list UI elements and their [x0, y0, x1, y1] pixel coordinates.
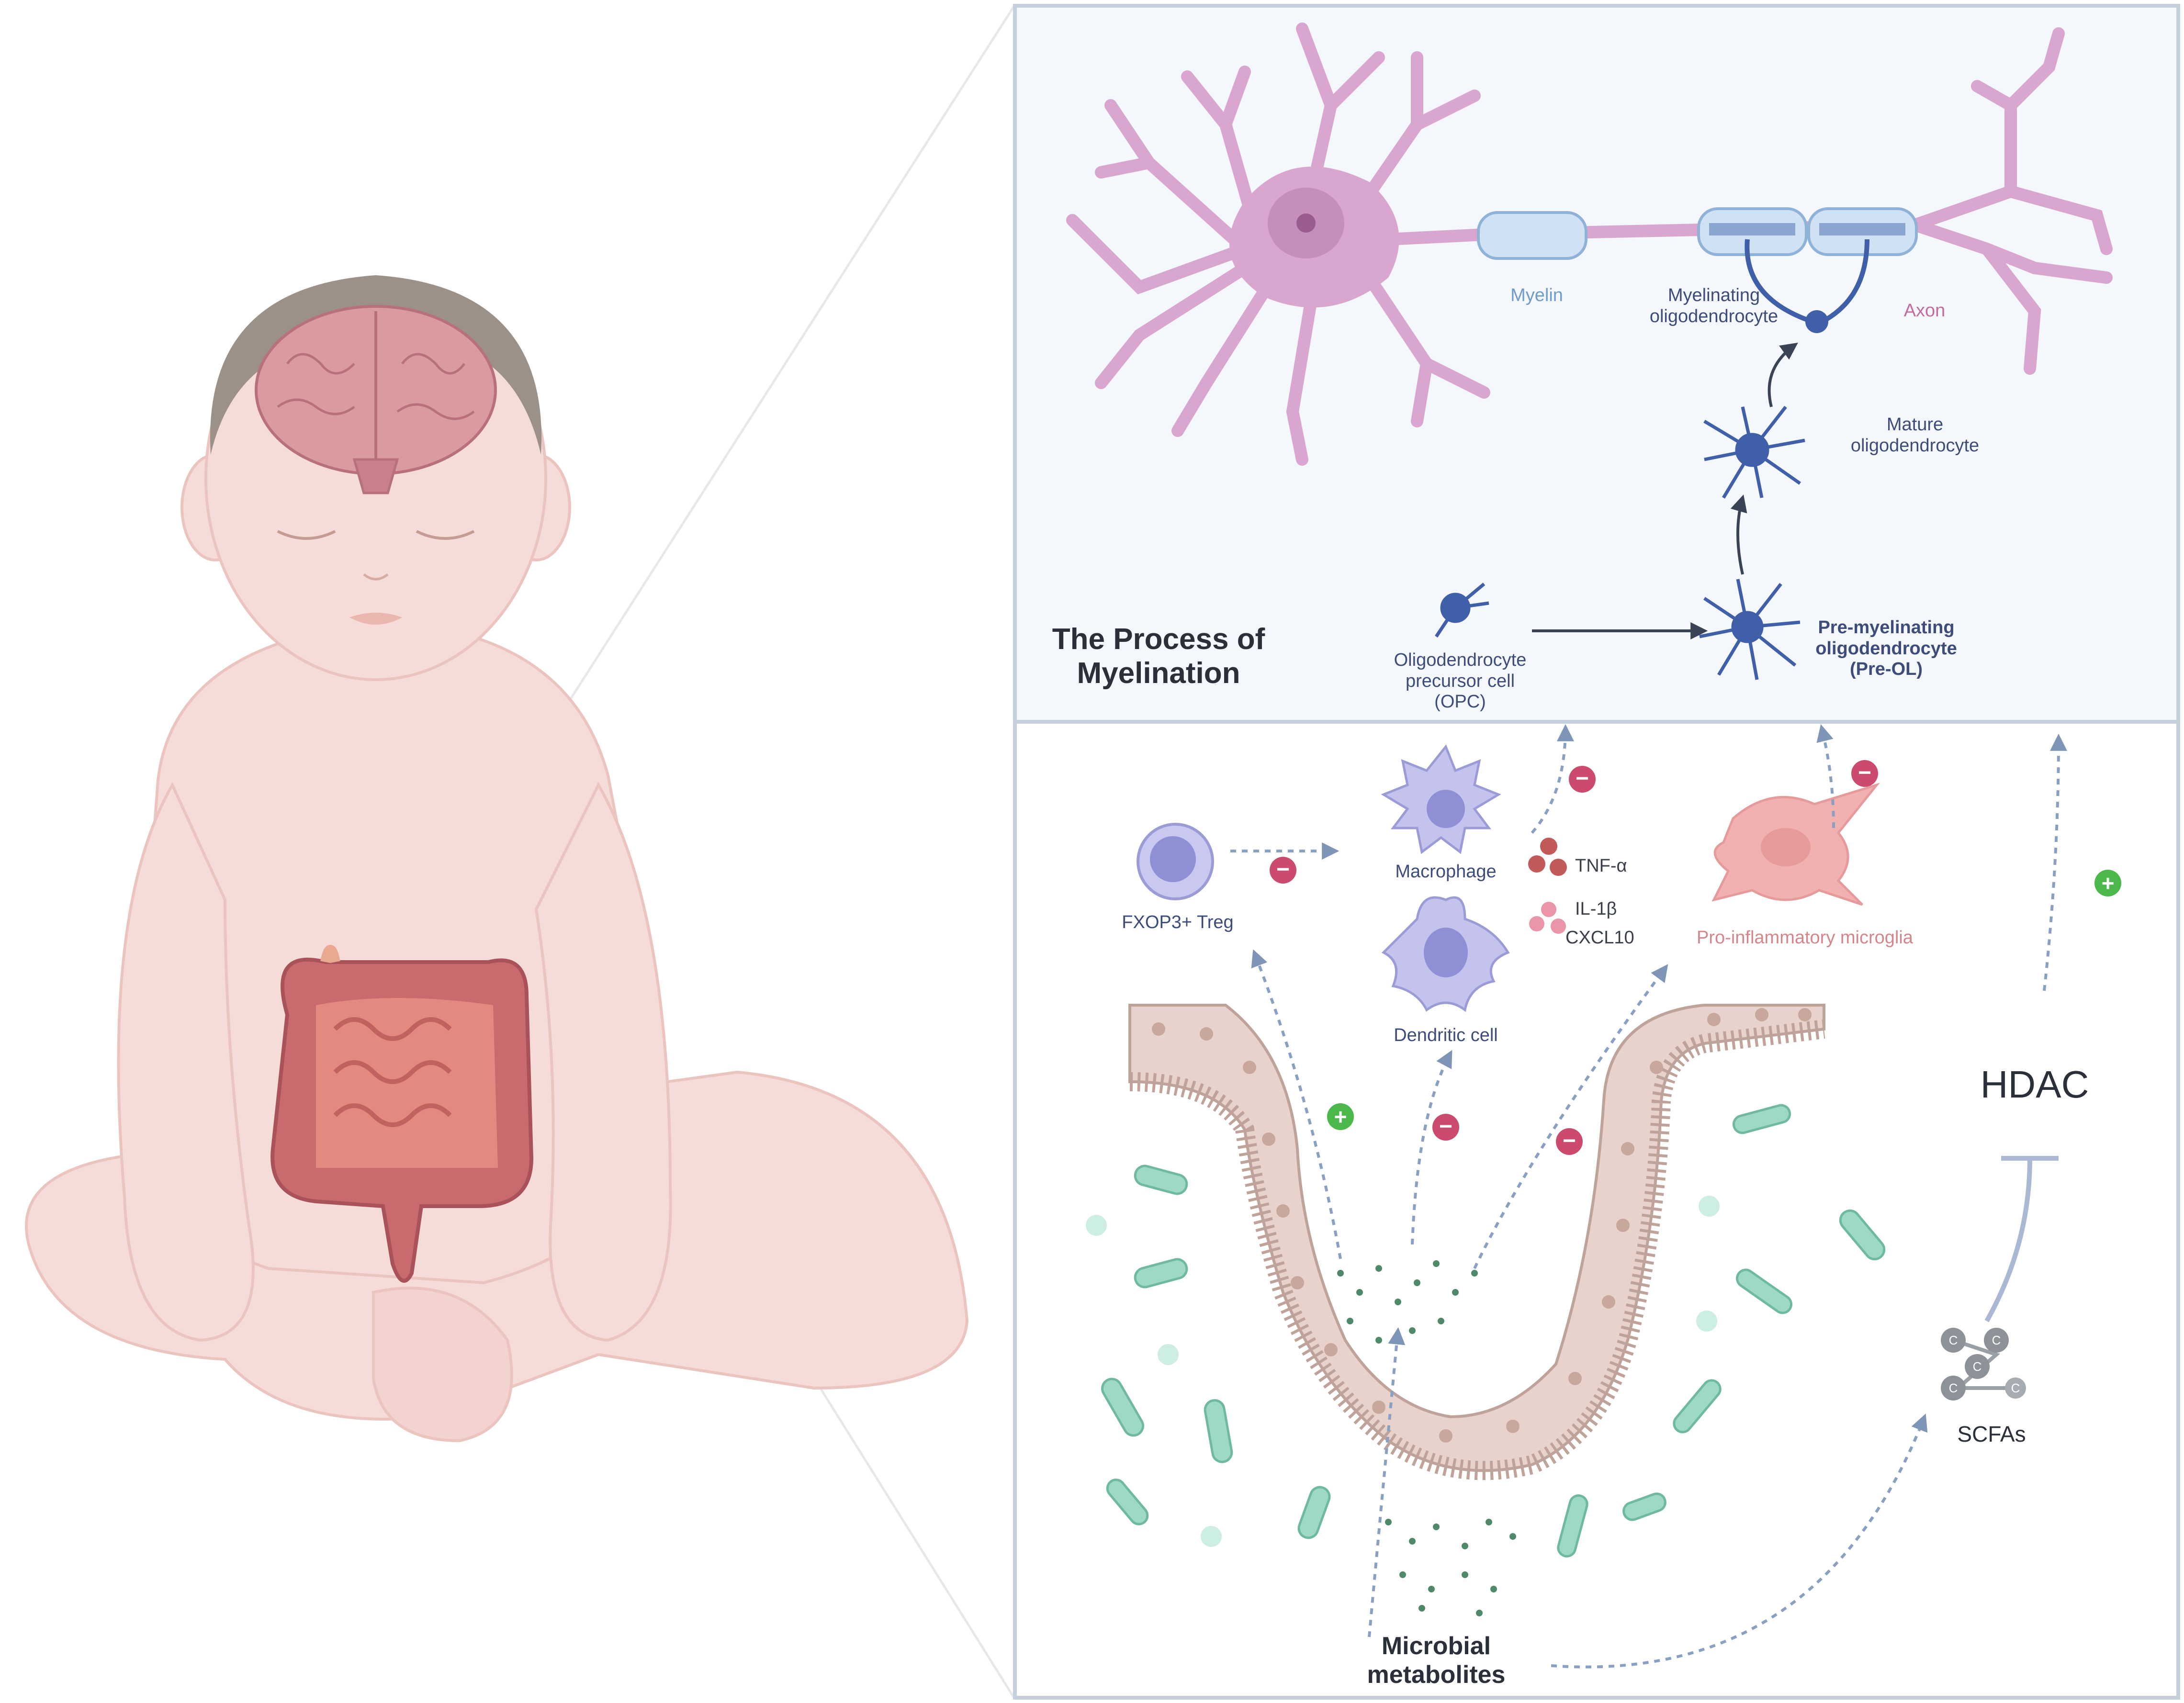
- minus-sign-5: −: [1563, 1128, 1576, 1154]
- baby-left-arm: [117, 782, 255, 1342]
- baby-right-arm: [534, 782, 672, 1342]
- scfa-label: SCFAs: [1957, 1422, 2026, 1446]
- minus-sign-4: −: [1439, 1114, 1452, 1139]
- atom-c-2: C: [1992, 1333, 2001, 1347]
- bacteria-spores: [1086, 1196, 1720, 1547]
- myelinating-oligodendrocyte-icon: [1745, 239, 1869, 333]
- mature-oligodendrocyte-icon: [1703, 405, 1805, 499]
- dashed-arrows: [1230, 724, 2067, 1669]
- myelin-sheaths: [1477, 207, 1918, 260]
- macrophage-icon: [1381, 744, 1501, 854]
- baby-foot: [372, 1287, 513, 1443]
- neuron-icon: [1066, 22, 2113, 466]
- atom-c-3: C: [1973, 1359, 1982, 1374]
- scfa-molecule-icon: [1941, 1328, 2026, 1400]
- minus-badge-icon: −: [1556, 1128, 1583, 1155]
- atom-c-4: C: [1949, 1381, 1958, 1395]
- opc-label: Oligodendrocyte precursor cell (OPC): [1394, 650, 1527, 712]
- arrow-mature-to-myelinating: [1767, 342, 1798, 407]
- dendritic-cell-label: Dendritic cell: [1394, 1025, 1498, 1045]
- intestine-icon: [270, 945, 534, 1283]
- pre-ol-label: Pre-myelinating oligodendrocyte (Pre-OL): [1815, 617, 1957, 680]
- metabolite-dots-villus: [1337, 1260, 1478, 1344]
- cxcl10-label: CXCL10: [1565, 928, 1634, 948]
- microglia-icon: [1711, 783, 1880, 906]
- atom-c-5: C: [2011, 1381, 2020, 1395]
- bacteria-icon: [1101, 1104, 1886, 1557]
- minus-badge-icon: −: [1270, 857, 1296, 884]
- mature-oligodendrocyte-label: Mature oligodendrocyte: [1850, 415, 1980, 456]
- myelination-title: The Process of Myelination: [1052, 623, 1265, 690]
- myelin-sheath-1: [1477, 211, 1587, 260]
- arrow-preol-to-mature: [1730, 494, 1747, 575]
- opc-icon: [1435, 583, 1489, 638]
- treg-label: FXOP3+ Treg: [1122, 912, 1234, 932]
- plus-sign-1: +: [1334, 1104, 1347, 1129]
- atom-c-1: C: [1949, 1333, 1958, 1347]
- il1b-label: IL-1β: [1575, 899, 1617, 919]
- axon-label: Axon: [1903, 301, 1946, 321]
- myelin-label: Myelin: [1510, 285, 1563, 305]
- microglia-label: Pro-inflammatory microglia: [1697, 928, 1913, 948]
- inhibition-bar-icon: [1984, 1156, 2059, 1322]
- myelination-panel-bg: [1017, 8, 2176, 721]
- brain-icon: [255, 305, 497, 494]
- scfa-atom-labels: C C C C C: [1949, 1333, 2020, 1395]
- gut-epithelium: [1128, 1004, 1825, 1480]
- baby-hair: [210, 275, 542, 455]
- minus-sign-3: −: [1858, 760, 1871, 785]
- myelinating-oligodendrocyte-label: Myelinating oligodendrocyte: [1649, 285, 1779, 326]
- minus-badge-icon: −: [1569, 766, 1596, 793]
- plus-badge-icon: +: [2094, 870, 2121, 896]
- baby-illustration: [25, 4, 1016, 1700]
- plus-sign-2: +: [2102, 871, 2115, 896]
- minus-badge-icon: −: [1851, 760, 1878, 787]
- dendritic-cell-icon: [1381, 896, 1510, 1012]
- minus-badge-icon: −: [1432, 1114, 1459, 1141]
- plus-badge-icon: +: [1327, 1103, 1354, 1130]
- microbial-metabolites-label: Microbial metabolites: [1367, 1632, 1506, 1689]
- pre-ol-icon: [1699, 579, 1801, 680]
- hdac-label: HDAC: [1980, 1063, 2089, 1106]
- metabolite-dots-lumen: [1385, 1519, 1516, 1616]
- minus-sign-2: −: [1576, 766, 1589, 791]
- badges: − − − − − + +: [1270, 760, 2121, 1155]
- baby-eyes: [277, 530, 475, 540]
- treg-cell-icon: [1137, 823, 1214, 900]
- tnf-label: TNF-α: [1575, 856, 1627, 876]
- minus-sign-1: −: [1276, 857, 1290, 882]
- baby-nose: [363, 573, 389, 581]
- cytokine-dots: [1528, 838, 1567, 934]
- baby-mouth: [349, 613, 402, 625]
- macrophage-label: Macrophage: [1395, 862, 1497, 882]
